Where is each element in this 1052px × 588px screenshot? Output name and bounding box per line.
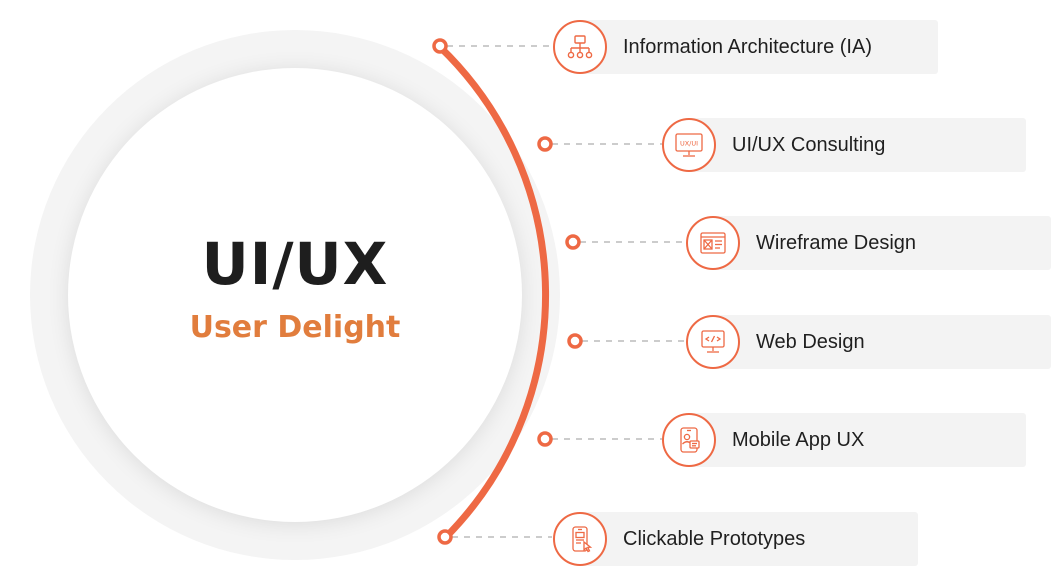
service-card <box>686 413 1026 467</box>
arc-node-5 <box>537 431 553 447</box>
code-monitor-icon <box>686 315 740 369</box>
service-label: Web Design <box>756 331 865 353</box>
service-card <box>710 216 1051 270</box>
arc-node-3 <box>565 234 581 250</box>
wireframe-icon <box>686 216 740 270</box>
service-label: Wireframe Design <box>756 232 917 254</box>
service-card <box>686 118 1026 172</box>
service-item-web-design: Web Design <box>686 315 1051 369</box>
service-card <box>577 512 918 566</box>
service-item-information-architecture: Information Architecture (IA) <box>553 20 938 74</box>
arc-node-6 <box>437 529 453 545</box>
arc-node-2 <box>537 136 553 152</box>
uiux-monitor-icon: UX/UI <box>662 118 716 172</box>
service-label: Mobile App UX <box>732 429 865 451</box>
center-subtitle: User Delight <box>189 310 401 345</box>
service-label: Clickable Prototypes <box>623 528 806 550</box>
service-item-uiux-consulting: UX/UI UI/UX Consulting <box>662 118 1026 172</box>
prototype-phone-icon <box>553 512 607 566</box>
service-item-clickable-prototypes: Clickable Prototypes <box>553 512 918 566</box>
center-circle <box>68 68 522 522</box>
service-label: UI/UX Consulting <box>732 134 886 156</box>
mobile-user-icon <box>662 413 716 467</box>
service-item-wireframe-design: Wireframe Design <box>686 216 1051 270</box>
center-title: UI/UX <box>201 230 389 298</box>
arc-node-4 <box>567 333 583 349</box>
service-card <box>577 20 938 74</box>
arc-node-1 <box>432 38 448 54</box>
orange-arc <box>436 43 550 542</box>
service-label: Information Architecture (IA) <box>623 36 872 58</box>
uiux-icon-text: UX/UI <box>680 140 698 148</box>
service-card <box>710 315 1051 369</box>
service-item-mobile-app-ux: Mobile App UX <box>662 413 1026 467</box>
sitemap-icon <box>553 20 607 74</box>
